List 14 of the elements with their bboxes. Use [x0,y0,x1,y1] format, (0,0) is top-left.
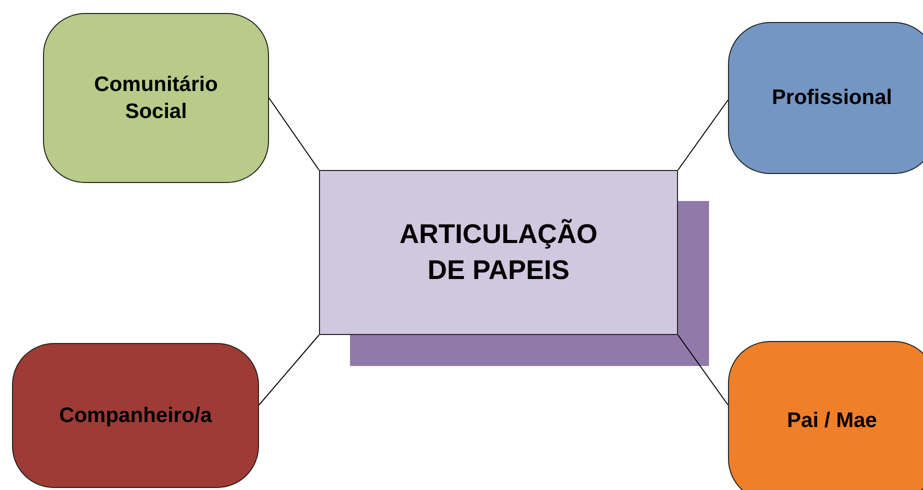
connector-line [678,100,728,170]
central-box [319,170,678,335]
connector-line [268,98,320,170]
rounded-box [728,341,923,490]
connector-line [258,334,320,406]
connector-line [678,334,728,406]
rounded-box [43,13,269,183]
rounded-box [728,22,923,174]
node-label: Profissional [772,85,892,112]
node-label: Pai / Mae [787,408,877,434]
node-label: ARTICULAÇÃO DE PAPEIS [398,218,598,286]
node-label: Comunitário Social [93,72,219,125]
node-label: Companheiro/a [59,402,212,429]
rounded-box [12,343,259,488]
